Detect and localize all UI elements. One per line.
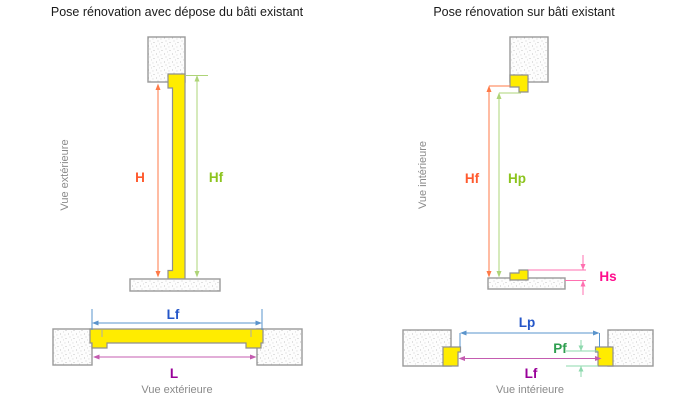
dim-hf-right-arrow-top xyxy=(486,85,492,92)
right-existing-frame-plan-left xyxy=(442,346,462,367)
right-bottom-view-label: Vue intérieure xyxy=(496,384,564,396)
dim-hs-arrow-down xyxy=(580,264,586,270)
left-frame-profile-vertical xyxy=(167,73,186,280)
dim-label-l: L xyxy=(170,366,178,381)
right-lintel-wall-block xyxy=(509,36,549,83)
dim-hp-arrow-bottom xyxy=(496,271,502,278)
left-panel-title: Pose rénovation avec dépose du bâti exis… xyxy=(51,5,304,19)
right-panel-title: Pose rénovation sur bâti existant xyxy=(433,5,615,19)
dim-lf-right-arrow-right xyxy=(595,356,602,361)
dim-l-arrow-left xyxy=(93,354,100,360)
dim-hp-arrow-top xyxy=(496,92,502,99)
dim-label-lf-right: Lf xyxy=(525,366,538,381)
dim-label-lf-left: Lf xyxy=(167,307,180,322)
dim-label-hs: Hs xyxy=(599,269,616,284)
dim-label-lp: Lp xyxy=(519,315,536,330)
dim-hf-arrow-bottom xyxy=(194,271,200,278)
dim-lf-arrow-right xyxy=(255,320,262,326)
dim-pf-arrow-up xyxy=(578,366,584,372)
dim-label-hf-right: Hf xyxy=(465,171,480,186)
dim-h-arrow-bottom xyxy=(155,271,161,278)
left-plan-wall-right xyxy=(256,328,303,366)
dim-hf-right-arrow-bottom xyxy=(486,271,492,278)
left-bottom-view-label: Vue extérieure xyxy=(141,384,212,396)
dim-lf-right-arrow-left xyxy=(458,356,465,361)
right-plan-wall-right xyxy=(607,329,654,367)
right-existing-frame-top xyxy=(509,74,529,93)
left-frame-profile-horizontal xyxy=(89,328,264,349)
left-side-view-label: Vue extérieure xyxy=(59,139,71,210)
dim-label-h: H xyxy=(135,170,145,185)
dim-l-arrow-right xyxy=(250,354,257,360)
dim-h-arrow-top xyxy=(155,83,161,90)
left-floor-slab xyxy=(129,278,221,292)
left-lintel-wall-block xyxy=(147,36,186,83)
dim-pf-arrow-down xyxy=(578,345,584,351)
dim-label-hp: Hp xyxy=(508,171,526,186)
dim-label-hf: Hf xyxy=(209,170,224,185)
right-side-view-label: Vue intérieure xyxy=(417,141,429,209)
dim-hf-arrow-top xyxy=(194,75,200,82)
dim-hs-arrow-up xyxy=(580,280,586,287)
dim-lp-arrow-right xyxy=(593,330,600,336)
right-existing-frame-plan-right xyxy=(594,346,614,367)
dim-lp-arrow-left xyxy=(460,330,467,336)
dim-lf-arrow-left xyxy=(92,320,99,326)
right-sill-profile xyxy=(509,269,529,281)
left-plan-wall-left xyxy=(52,328,93,366)
dim-label-pf: Pf xyxy=(553,341,567,356)
